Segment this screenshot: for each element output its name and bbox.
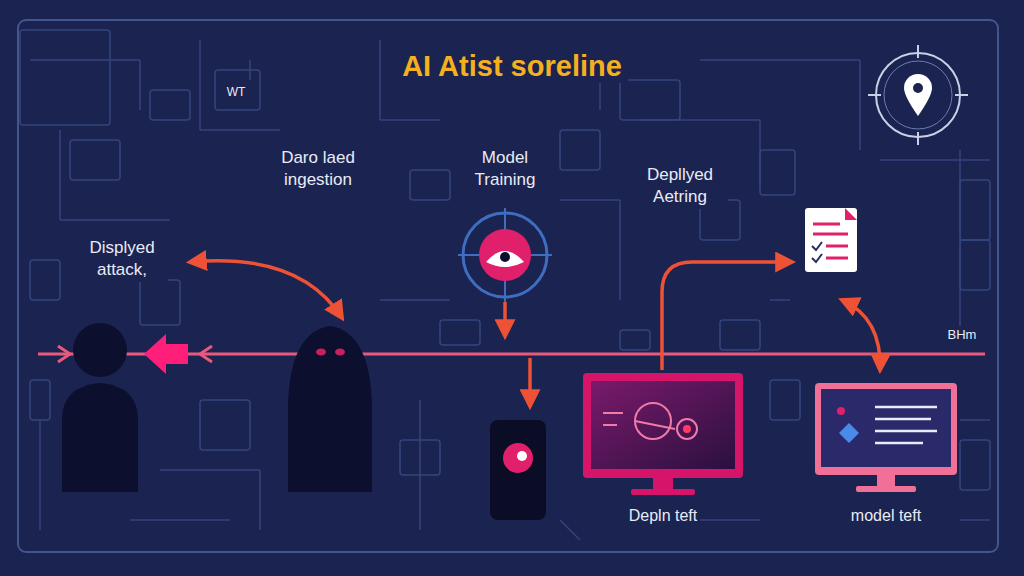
decor-shape bbox=[379, 40, 381, 120]
decor-shape bbox=[760, 150, 795, 195]
document-icon bbox=[805, 208, 857, 272]
arrow bbox=[842, 300, 880, 370]
stage-label: Depllyed Aetring bbox=[632, 163, 728, 209]
monitor-shape bbox=[815, 383, 957, 503]
decor-shape bbox=[880, 159, 990, 161]
decor-shape bbox=[845, 208, 857, 220]
decor-shape bbox=[960, 180, 990, 240]
decor-shape bbox=[30, 260, 60, 300]
decor-shape bbox=[30, 59, 140, 61]
stage-label: Daro laed ingestion bbox=[266, 146, 370, 192]
decor-shape bbox=[70, 140, 120, 180]
decor-shape bbox=[215, 70, 260, 110]
small-label: WT bbox=[224, 84, 249, 102]
decor-shape bbox=[960, 240, 990, 290]
decor-shape bbox=[619, 200, 621, 300]
decor-shape bbox=[139, 60, 141, 110]
arrow-head bbox=[58, 346, 70, 362]
monitor-shape bbox=[583, 373, 743, 501]
decor-shape bbox=[620, 330, 650, 350]
decor-shape bbox=[700, 519, 760, 521]
decor-shape bbox=[200, 400, 250, 450]
decor-shape bbox=[130, 519, 230, 521]
decor-shape bbox=[720, 320, 760, 350]
arrow bbox=[662, 262, 792, 370]
stage-label: Model Training bbox=[459, 146, 551, 192]
frame bbox=[18, 20, 998, 552]
stage-label: Displyed attack, bbox=[76, 236, 168, 282]
circuit-lines bbox=[20, 30, 990, 540]
decor-shape bbox=[400, 440, 440, 475]
location-pin bbox=[904, 74, 932, 116]
decor-shape bbox=[826, 257, 848, 260]
decor-shape bbox=[960, 440, 990, 490]
monitor-node: model teft bbox=[815, 383, 957, 529]
compass bbox=[876, 53, 960, 137]
decor-shape bbox=[380, 119, 440, 121]
decor-shape bbox=[380, 299, 450, 301]
arrow bbox=[503, 302, 507, 336]
decor-shape bbox=[20, 30, 110, 125]
monitor-label: Depln teft bbox=[626, 507, 700, 525]
decor-shape bbox=[913, 83, 923, 93]
decor-shape bbox=[259, 470, 261, 530]
decor-shape bbox=[813, 223, 840, 226]
decor-shape bbox=[813, 224, 848, 258]
decor-shape bbox=[620, 80, 680, 120]
decor-shape bbox=[199, 40, 201, 130]
monitor-node: Depln teft bbox=[583, 373, 743, 529]
decor-shape bbox=[770, 380, 800, 420]
arrow bbox=[528, 358, 532, 406]
decor-shape bbox=[60, 219, 170, 221]
decor-shape bbox=[884, 61, 952, 129]
decor-shape bbox=[560, 199, 620, 201]
eye bbox=[335, 349, 345, 356]
decor-shape bbox=[140, 280, 180, 325]
decor-shape bbox=[150, 90, 190, 120]
decor-shape bbox=[560, 130, 600, 170]
decor-shape bbox=[813, 233, 848, 236]
decor-shape bbox=[560, 520, 580, 540]
decor-shape bbox=[160, 469, 260, 471]
decor-shape bbox=[503, 443, 533, 473]
decor-shape bbox=[440, 320, 480, 345]
decor-shape bbox=[486, 251, 524, 267]
decor-shape bbox=[960, 419, 990, 421]
pink-arrow bbox=[144, 334, 188, 374]
decor-shape bbox=[859, 60, 861, 150]
decor-shape bbox=[410, 170, 450, 200]
monitor-label: model teft bbox=[848, 507, 924, 525]
title: AI Atist soreline bbox=[396, 50, 628, 83]
decor-shape bbox=[700, 59, 860, 61]
small-label: BHm bbox=[945, 326, 980, 345]
phone bbox=[490, 420, 546, 520]
attack-arrow bbox=[190, 261, 342, 318]
decor-shape bbox=[812, 242, 822, 262]
decor-shape bbox=[200, 129, 280, 131]
arrow-head bbox=[200, 346, 212, 362]
decor-shape bbox=[517, 451, 527, 461]
decor-shape bbox=[960, 519, 990, 521]
decor-shape bbox=[39, 420, 41, 530]
gear bbox=[479, 229, 531, 281]
decor-shape bbox=[500, 252, 510, 262]
decor-shape bbox=[30, 380, 50, 420]
decor-shape bbox=[419, 400, 421, 530]
eye bbox=[316, 349, 326, 356]
person-body bbox=[62, 383, 138, 492]
person-head bbox=[73, 323, 127, 377]
decor-shape bbox=[770, 299, 790, 301]
decor-shape bbox=[59, 130, 61, 220]
attacker-figure bbox=[288, 326, 372, 492]
decor-shape bbox=[826, 245, 848, 248]
decor-shape bbox=[868, 45, 968, 145]
